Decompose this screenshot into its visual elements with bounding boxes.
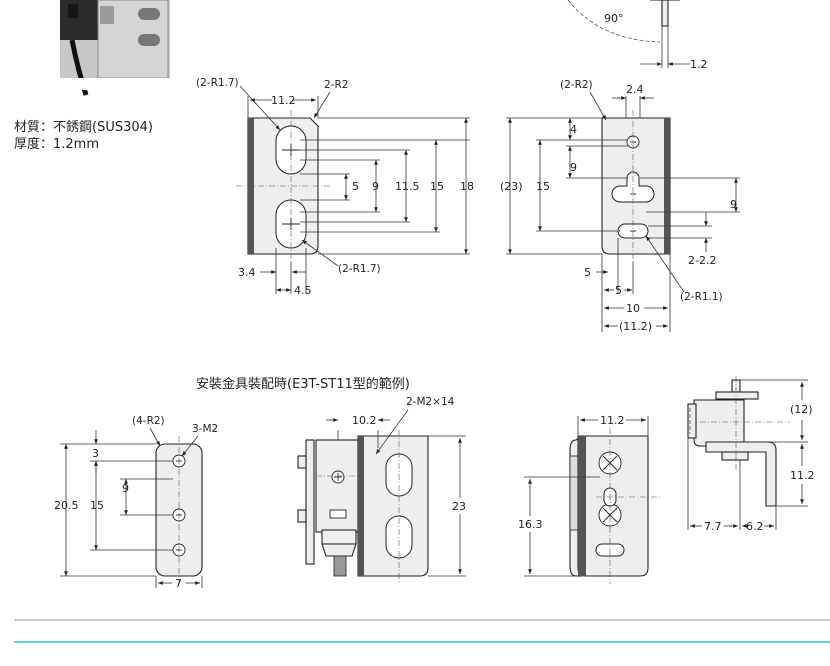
- side-bottom-5: 5: [584, 266, 591, 279]
- mount-a-dim-3: 3: [92, 447, 99, 460]
- side-radius-slot: (2-R1.1): [680, 291, 723, 303]
- mount-c-height: 16.3: [518, 518, 543, 531]
- mount-a-screw: 3-M2: [192, 423, 218, 435]
- dim-11-5: 11.5: [395, 180, 420, 193]
- side-dim-4: 4: [570, 123, 577, 136]
- mount-b-height: 23: [452, 500, 466, 513]
- dim-9: 9: [372, 180, 379, 193]
- mount-c-width: 11.2: [600, 414, 625, 427]
- mount-a-dim-20-5: 20.5: [54, 499, 79, 512]
- front-view: 5 9 11.5 15 18 11.2 (2-R1.7) 2-R2 3.4 4.…: [196, 77, 474, 297]
- front-radius-bottom: (2-R1.7): [338, 263, 381, 275]
- side-top-offset: 2.4: [626, 83, 644, 96]
- side-width-10: 10: [626, 302, 640, 315]
- bracket-photo: [60, 0, 170, 96]
- mount-a-view: 3 9 15 20.5 (4-R2) 3-M2 7: [54, 415, 218, 590]
- bend-thickness-label: 1.2: [690, 58, 708, 71]
- side-width-5: 5: [615, 284, 622, 297]
- dim-15: 15: [430, 180, 444, 193]
- section-title: 安裝金具裝配時(E3T-ST11型的範例): [196, 376, 410, 392]
- mount-d-w2: 6.2: [746, 520, 764, 533]
- angle-label: 90°: [604, 12, 624, 25]
- mount-a-dim-15: 15: [90, 499, 104, 512]
- mount-d-view: (12) 11.2 7.7 6.2: [687, 376, 815, 533]
- mount-d-top: (12): [790, 403, 813, 416]
- side-dim-23: (23): [500, 180, 523, 193]
- mount-a-width: 7: [175, 577, 182, 590]
- mount-b-screw: 2-M2×14: [406, 396, 455, 408]
- mount-c-view: 11.2 16.3: [518, 414, 660, 584]
- front-width: 11.2: [271, 94, 296, 107]
- front-radius-tr: 2-R2: [324, 79, 348, 91]
- side-dim-15: 15: [536, 180, 550, 193]
- bend-view: 90° 1.2: [567, 0, 708, 71]
- mount-a-dim-9: 9: [122, 482, 129, 495]
- slot-pitch: 4.5: [294, 284, 312, 297]
- side-dim-9: 9: [570, 161, 577, 174]
- side-radius: (2-R2): [560, 79, 593, 91]
- dim-5: 5: [352, 180, 359, 193]
- mount-b-width: 10.2: [352, 414, 377, 427]
- side-radius-br: 2-2.2: [688, 254, 716, 267]
- dim-18: 18: [460, 180, 474, 193]
- thickness-label: 厚度：1.2mm: [14, 136, 99, 152]
- mount-d-right: 11.2: [790, 469, 815, 482]
- mount-a-radius: (4-R2): [132, 415, 165, 427]
- mount-d-w1: 7.7: [704, 520, 722, 533]
- front-radius-tl: (2-R1.7): [196, 77, 239, 89]
- mount-b-view: 10.2 2-M2×14 23: [297, 396, 466, 582]
- material-label: 材質：不銹鋼(SUS304): [14, 120, 153, 135]
- side-dim-right: 9: [730, 198, 737, 211]
- side-width-total: (11.2): [619, 320, 652, 333]
- left-offset: 3.4: [238, 266, 256, 279]
- side-view: 2.4 (2-R2) 4 9 15 (23) 9 2-2.2 5: [500, 79, 740, 333]
